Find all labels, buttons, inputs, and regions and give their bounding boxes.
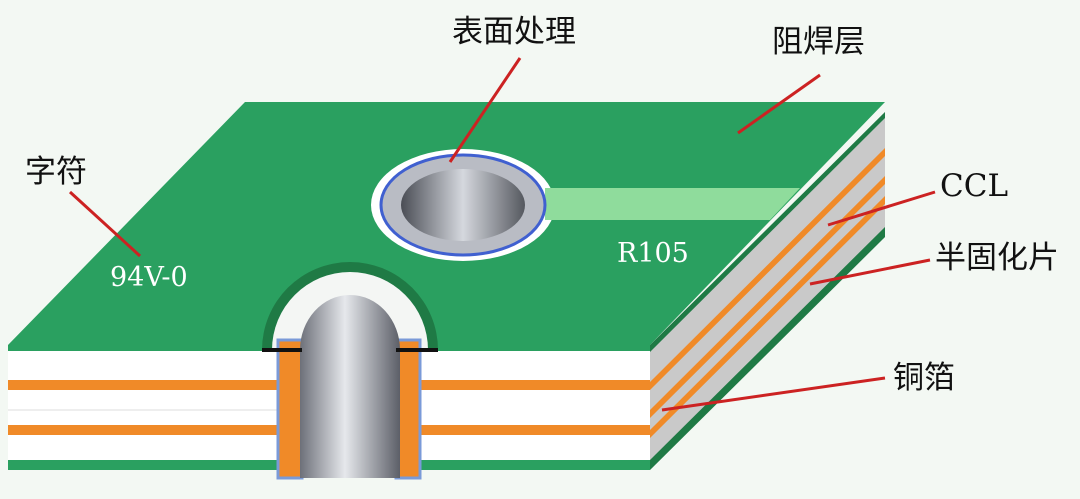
via-barrel xyxy=(300,295,400,478)
leader-solder-mask xyxy=(737,73,821,135)
front-copper-1-right xyxy=(418,380,650,390)
board-right-side xyxy=(650,112,885,470)
front-copper-2-left xyxy=(8,425,278,435)
marking-flammability: 94V-0 xyxy=(110,262,188,293)
side-copper-3 xyxy=(650,196,885,438)
label-prepreg: 半固化片 xyxy=(935,240,1059,276)
plated-through-hole xyxy=(262,295,438,480)
front-copper-1-left xyxy=(8,380,278,390)
pad-hole xyxy=(401,169,525,241)
leader-legend xyxy=(68,190,142,258)
label-solder-mask: 阻焊层 xyxy=(772,24,865,60)
via-plating-left xyxy=(276,338,304,480)
marking-designator: R105 xyxy=(617,238,689,269)
side-copper-1 xyxy=(650,148,885,390)
surface-pad xyxy=(371,149,800,261)
front-copper-2-right xyxy=(418,425,650,435)
label-surface-finish: 表面处理 xyxy=(452,14,576,50)
leader-lines xyxy=(68,57,936,412)
side-mask-bottom xyxy=(650,227,885,470)
leader-copper-foil xyxy=(661,376,886,412)
copper-trace xyxy=(545,188,800,220)
label-legend: 字符 xyxy=(25,154,87,190)
side-copper-2 xyxy=(650,176,885,418)
label-ccl: CCL xyxy=(940,168,1008,204)
leader-prepreg xyxy=(809,258,931,286)
leader-surface-finish xyxy=(448,57,522,163)
side-mask-top xyxy=(650,112,885,352)
leader-ccl xyxy=(827,190,936,227)
label-copper-foil: 铜箔 xyxy=(893,360,955,396)
side-face-base xyxy=(650,112,885,470)
